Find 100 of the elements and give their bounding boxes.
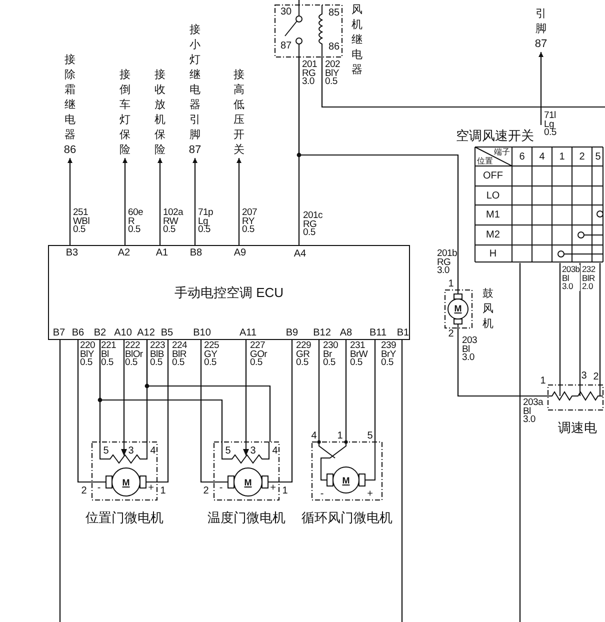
pin-label: 1 <box>282 486 288 496</box>
wire-label: 251 WBl 0.5 <box>73 209 90 235</box>
wire-label: 201 RG 3.0 <box>302 61 317 87</box>
wire-label: 224 BlR 0.5 <box>172 342 187 368</box>
pin-label: B10 <box>193 328 211 338</box>
pin-label: 1 <box>448 278 454 290</box>
motor-label: 位置门微电机 <box>84 509 164 527</box>
pin-label: B3 <box>66 248 78 258</box>
wire-label: 229 GR 0.5 <box>296 342 311 368</box>
wire-label: 207 RY 0.5 <box>242 209 257 235</box>
wire <box>559 263 561 385</box>
pin-label: 4 <box>272 446 278 456</box>
wire <box>519 263 521 622</box>
arrow <box>158 158 162 245</box>
polarity-sign: + <box>270 482 276 494</box>
switch-position-label: OFF <box>483 170 503 182</box>
motor-symbol-letter: M <box>244 478 252 488</box>
switch-position-label: M1 <box>486 210 500 220</box>
pin-label: 3 <box>250 446 256 456</box>
wire <box>157 340 169 483</box>
wire-label: 201c RG 0.5 <box>303 212 322 238</box>
pin-label: B9 <box>286 328 298 338</box>
polarity-sign: - <box>320 488 324 500</box>
table-header-label: 端子 <box>494 146 510 158</box>
wire-label: 60e R 0.5 <box>128 209 143 235</box>
terminal-number: 1 <box>559 152 565 162</box>
wire-label: 227 GOr 0.5 <box>250 342 268 368</box>
wire <box>77 340 92 483</box>
pin-label: B6 <box>72 328 84 338</box>
wire-label: 223 BlB 0.5 <box>150 342 165 368</box>
pin-label: 2 <box>448 328 454 340</box>
pin-label: A9 <box>234 248 246 258</box>
wire-label: 71l Lg 0.5 <box>544 112 556 138</box>
pin-label: 1 <box>337 430 343 442</box>
motor-label: 温度门微电机 <box>206 509 286 527</box>
destination-label: 接除霜继电器86 <box>62 53 78 158</box>
table-header-label: 位置 <box>477 156 493 166</box>
pin-label: 85 <box>328 8 340 18</box>
wire <box>579 263 581 385</box>
resistor-label: 调速电 <box>558 419 597 437</box>
destination-label: 接高低压开关 <box>232 68 246 158</box>
arrow <box>192 158 198 245</box>
arrow <box>538 52 544 125</box>
pin-label: 5 <box>103 446 109 456</box>
destination-label: 接收放机保险 <box>154 68 166 158</box>
wire-label: 221 Bl 0.5 <box>101 342 116 368</box>
pin-label: 2 <box>81 486 87 496</box>
motor-symbol-letter: M <box>122 478 130 488</box>
wire <box>279 340 293 483</box>
pin-label: 1 <box>160 486 166 496</box>
terminal-number: 2 <box>579 152 585 162</box>
wire-label: 239 BrY 0.5 <box>381 342 396 368</box>
pin-label: 5 <box>367 430 373 442</box>
wire <box>298 57 459 290</box>
arrow <box>68 158 72 245</box>
pin-label: 4 <box>150 446 156 456</box>
pin-label: 5 <box>225 446 231 456</box>
arrow <box>236 158 242 245</box>
wire-label: 102a RW 0.5 <box>163 209 183 235</box>
blower-label: 鼓风机 <box>482 287 494 332</box>
pin-label: A10 <box>114 328 132 338</box>
pin-label: A4 <box>294 248 306 260</box>
pin-label: A1 <box>156 248 168 258</box>
pin-label: 30 <box>280 6 292 18</box>
wire-label: 220 BlY 0.5 <box>80 342 95 368</box>
wire <box>599 263 601 385</box>
wire-label: 222 BlOr 0.5 <box>125 342 143 368</box>
motor-symbol-letter: M <box>454 304 462 314</box>
switch-position-label: H <box>489 248 497 260</box>
pin-label: 3 <box>128 446 134 456</box>
pin-label: B5 <box>160 328 174 338</box>
pin-label: 1 <box>540 376 546 386</box>
wire <box>457 328 548 397</box>
switch-title: 空调风速开关 <box>456 127 534 145</box>
pin-label: 3 <box>581 370 587 382</box>
pin-label: B1 <box>396 328 410 338</box>
polarity-sign: - <box>97 482 101 494</box>
switch-position-label: M2 <box>486 230 500 240</box>
pin-label: A11 <box>239 328 257 338</box>
pin-label: A8 <box>340 328 352 338</box>
wire-label: 230 Br 0.5 <box>323 342 338 368</box>
wire-label: 231 BrW 0.5 <box>350 342 368 368</box>
motor-label: 循环风门微电机 <box>300 509 394 527</box>
wire <box>374 340 376 442</box>
wire-label: 203 Bl 3.0 <box>462 337 477 363</box>
wire-label: 203b Bl 3.0 <box>562 265 580 291</box>
wire-label: 71p Lg 0.5 <box>198 209 213 235</box>
wire-label: 202 BlY 0.5 <box>325 61 340 87</box>
pin-label: A2 <box>118 248 130 258</box>
pin-label: B7 <box>52 328 66 338</box>
wire <box>123 340 125 442</box>
arrow <box>122 158 128 245</box>
pin-label: 2 <box>593 372 599 382</box>
pin-label: 2 <box>203 486 209 496</box>
pin-label: B11 <box>369 328 387 338</box>
wire <box>321 57 605 108</box>
wire <box>245 340 247 442</box>
pin-label: 87 <box>280 40 292 52</box>
wire-label: 225 GY 0.5 <box>204 342 219 368</box>
pin-label: 4 <box>311 430 317 442</box>
